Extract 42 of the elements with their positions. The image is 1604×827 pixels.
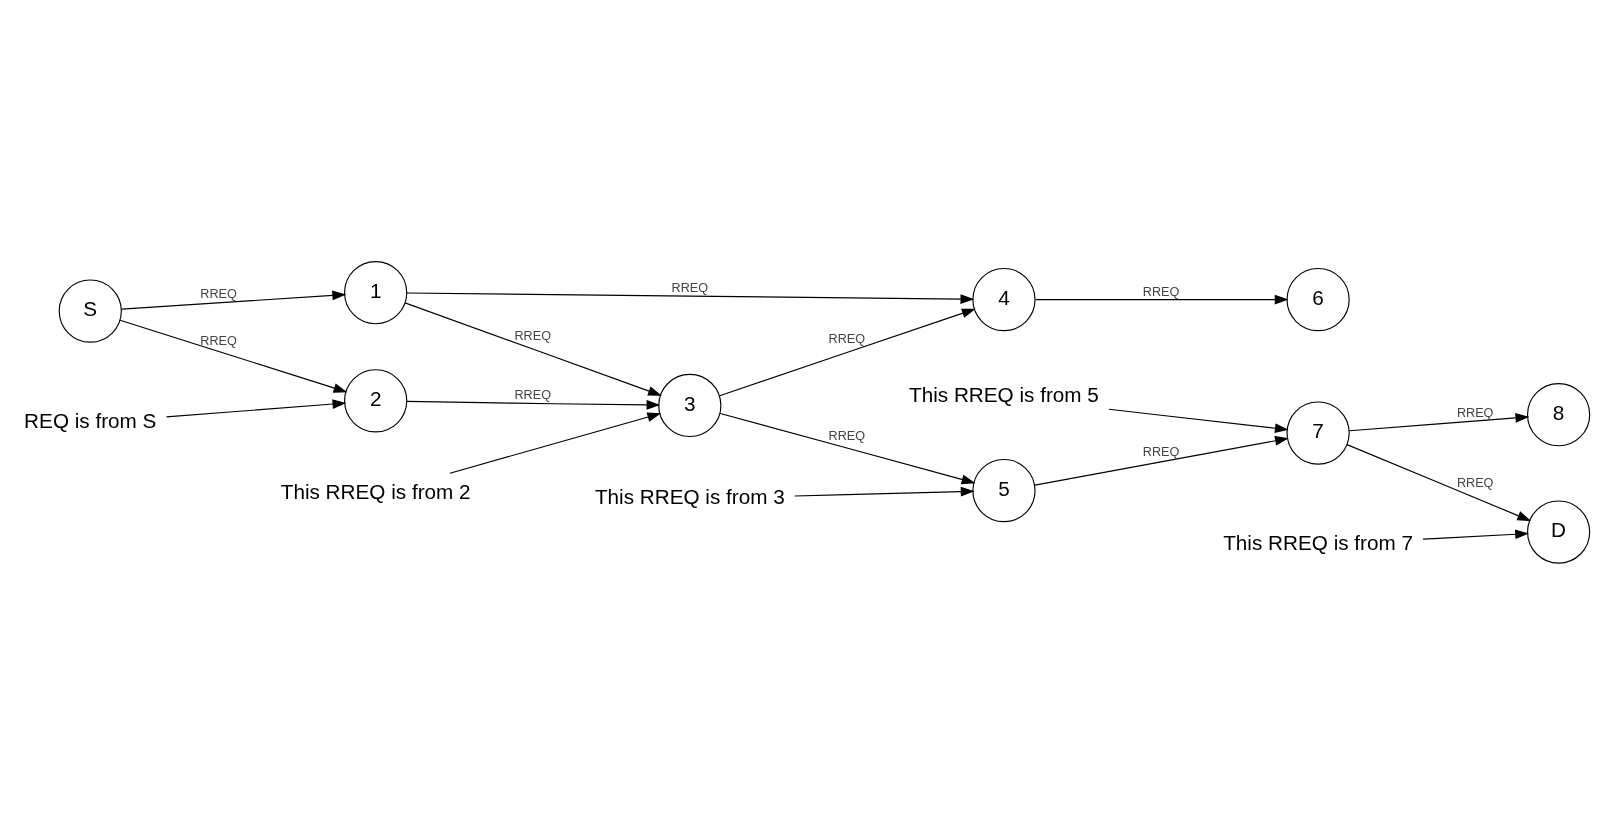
arrow [121, 290, 347, 310]
node-circle: 1 [344, 261, 408, 325]
edge-label: RREQ [514, 388, 551, 403]
arrow [794, 486, 975, 497]
arrow [1108, 408, 1289, 434]
node-text: This RREQ is from 5 [909, 383, 1099, 407]
edge-label: RREQ [828, 332, 866, 347]
edge-label: RREQ [1456, 475, 1494, 490]
edge-label: RREQ [200, 334, 237, 349]
node-circle: 3 [658, 373, 722, 438]
edge-label: RREQ [1456, 405, 1494, 420]
node-circle: 7 [1286, 401, 1350, 465]
arrow [719, 308, 976, 397]
edge-label: RREQ [828, 428, 866, 443]
edge-label: RREQ [1142, 444, 1180, 459]
arrow [1422, 529, 1529, 540]
edge-label: RREQ [514, 328, 551, 343]
arrow [406, 400, 661, 410]
arrow [1346, 444, 1532, 522]
node-circle: 8 [1526, 383, 1591, 447]
edge-label: RREQ [671, 281, 709, 296]
edge-label: RREQ [200, 287, 237, 302]
node-circle: 5 [972, 458, 1036, 523]
node-circle: 4 [972, 267, 1036, 332]
node-text: This RREQ is from 2 [280, 480, 471, 504]
arrow [1034, 436, 1289, 486]
arrow [119, 319, 348, 393]
node-circle: 6 [1286, 267, 1350, 332]
arrow [406, 292, 975, 304]
arrow [1035, 294, 1289, 305]
node-text: This RREQ is from 3 [594, 484, 785, 508]
node-circle: D [1526, 500, 1591, 564]
arrow [719, 412, 976, 485]
arrow [449, 412, 662, 474]
node-text: REQ is from S [24, 408, 157, 432]
node-text: This RREQ is from 7 [1223, 530, 1414, 554]
arrow [165, 399, 347, 418]
edge-label: RREQ [1142, 284, 1180, 299]
arrow [404, 302, 662, 396]
arrow [1348, 413, 1530, 432]
node-circle: S [58, 279, 122, 343]
node-circle: 2 [344, 369, 408, 433]
